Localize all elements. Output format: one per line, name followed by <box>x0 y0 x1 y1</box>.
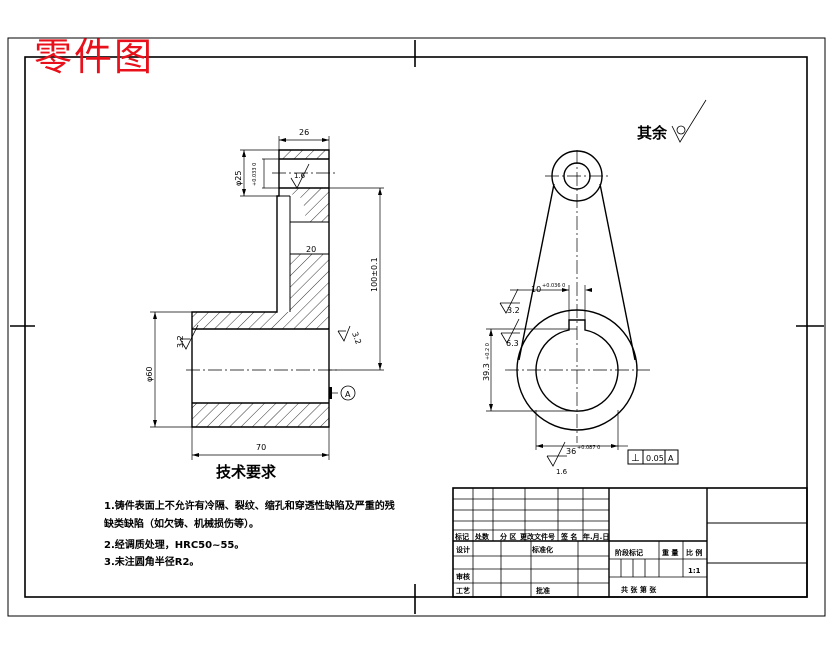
tb-scale-val: 1:1 <box>688 567 701 575</box>
surface-note-label: 其余 <box>637 124 668 142</box>
requirement-line-4: 3.未注圆角半径R2。 <box>104 557 200 568</box>
tol-frame-val: 0.05 <box>646 454 664 463</box>
dim-bore-tol: +0.087 0 <box>577 445 600 451</box>
tb-scale: 比 例 <box>686 548 702 557</box>
datum-a-label: A <box>345 390 351 399</box>
outer-frame <box>7 37 826 617</box>
dim-ra-right: 3.2 <box>350 331 363 346</box>
tb-stage-mark: 阶段标记 <box>615 548 643 557</box>
tb-sheets: 共 张 第 张 <box>621 585 657 594</box>
section-view <box>150 136 384 460</box>
requirement-line-2: 缺类缺陷（如欠铸、机械损伤等）。 <box>104 519 259 530</box>
hatch-hub-top <box>288 188 329 222</box>
tb-hdr-doc: 更改文件号 <box>520 532 555 541</box>
dim-length: 70 <box>256 443 266 452</box>
dim-keyway-width: 10 <box>531 285 541 294</box>
dim-d60: φ60 <box>145 367 154 382</box>
dim-keyway-tol: +0.036 0 <box>542 283 565 289</box>
dim-top-width: 26 <box>299 128 309 137</box>
tb-hdr-sign: 签 名 <box>560 532 577 541</box>
tb-design: 设计 <box>456 545 470 554</box>
tb-process: 工艺 <box>456 586 470 595</box>
tb-standardize: 标准化 <box>531 545 553 554</box>
front-view <box>486 99 707 467</box>
dim-ra-keyway: 3.2 <box>507 306 520 315</box>
dim-height: 100±0.1 <box>370 257 379 292</box>
hatch-arm <box>290 254 329 312</box>
requirement-line-1: 1.铸件表面上不允许有冷隔、裂纹、缩孔和穿透性缺陷及严重的残 <box>104 501 395 512</box>
dim-keyway-depth-tol: +0.2 0 <box>485 343 491 360</box>
hatch-web <box>192 312 329 329</box>
dim-ra-bore: 6.3 <box>506 339 519 348</box>
dim-ra-left: 3.2 <box>176 335 185 348</box>
tb-hdr-mark: 标记 <box>454 532 469 541</box>
title-block <box>452 487 808 598</box>
dim-bore-dia: 36 <box>566 447 576 456</box>
tol-frame-sym: ⊥ <box>631 453 640 464</box>
centering-marks <box>10 40 824 614</box>
tb-approve: 批准 <box>536 586 550 595</box>
requirement-line-3: 2.经调质处理，HRC50~55。 <box>104 540 245 551</box>
page-title: 零件图 <box>34 35 155 79</box>
hatch-bottom <box>192 403 329 427</box>
dim-keyway-depth: 39.3 <box>482 363 491 381</box>
dim-ra-top: 1.6 <box>294 172 306 180</box>
tb-hdr-zone: 分 区 <box>500 532 516 541</box>
tb-review: 审核 <box>456 572 470 581</box>
tol-frame-datum: A <box>668 454 674 463</box>
tb-weight: 重 量 <box>662 548 678 557</box>
dim-inner-width: 20 <box>306 245 316 254</box>
inner-border <box>24 56 808 598</box>
requirements-title: 技术要求 <box>216 463 277 481</box>
dim-d25: φ25 <box>234 171 243 186</box>
bore-keyway <box>535 319 619 412</box>
dim-d25-tol: +0.033 0 <box>252 163 258 186</box>
tb-hdr-date: 年.月.日 <box>583 532 609 541</box>
tb-hdr-count: 处数 <box>474 532 490 541</box>
dim-ra-bottom: 1.6 <box>556 468 568 476</box>
hatch-top-small <box>279 150 329 159</box>
